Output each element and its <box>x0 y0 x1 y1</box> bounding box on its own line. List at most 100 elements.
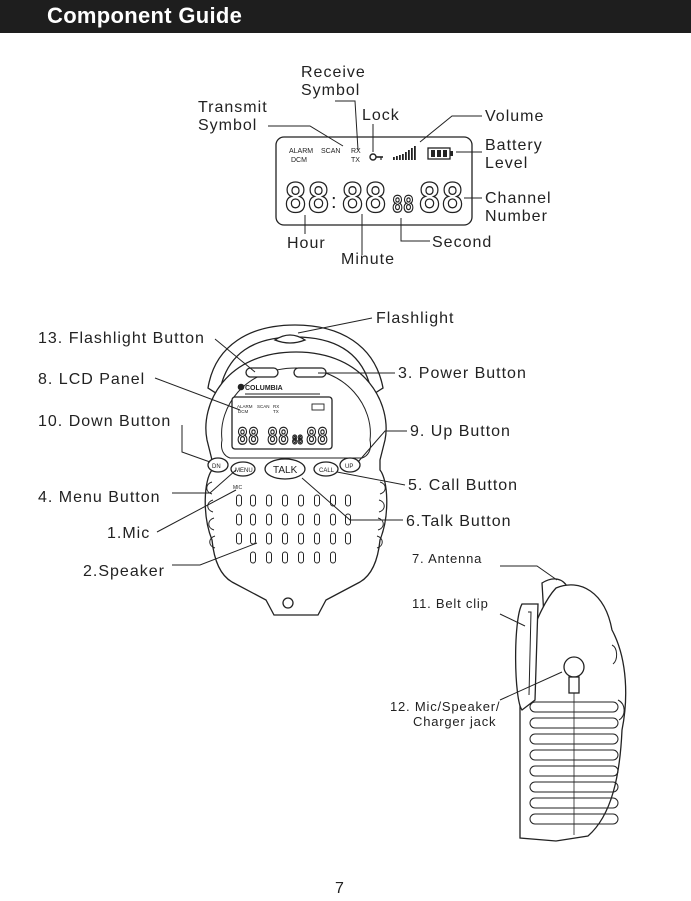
lcd-channel-digits: 88 <box>418 176 464 222</box>
device-body <box>204 351 388 616</box>
svg-text:SCAN: SCAN <box>257 404 270 409</box>
label-volume: Volume <box>485 108 545 125</box>
up-button-shape <box>339 457 361 473</box>
speaker-slot <box>250 551 256 564</box>
label-hour: Hour <box>287 235 326 252</box>
svg-text:DCM: DCM <box>238 409 248 414</box>
speaker-slot <box>314 494 320 507</box>
speaker-slot <box>250 513 256 526</box>
speaker-slot <box>298 513 304 526</box>
dn-button-shape <box>207 457 229 473</box>
speaker-slot <box>345 494 351 507</box>
side-device-drawing <box>499 565 627 842</box>
speaker-slot <box>282 494 288 507</box>
top-handle <box>207 324 384 397</box>
lcd-hour-digits: 88 <box>284 176 330 222</box>
side-rib <box>529 749 619 761</box>
side-rib <box>529 813 619 825</box>
jack-shape <box>563 656 585 678</box>
speaker-slot <box>282 513 288 526</box>
lcd-minute-digits: 88 <box>341 176 387 222</box>
flashlight-lens <box>273 334 307 344</box>
speaker-slot <box>236 513 242 526</box>
lcd-scan-text: SCAN <box>321 148 340 155</box>
label-jack-line1: 12. Mic/Speaker/ <box>390 699 501 714</box>
label-second: Second <box>432 234 493 251</box>
battery-icon <box>427 147 453 160</box>
label-down-button: 10. Down Button <box>38 413 172 430</box>
lcd-tx-text: TX <box>351 157 360 164</box>
label-channel-number: Channel Number <box>485 190 552 225</box>
speaker-slot <box>330 513 336 526</box>
svg-text:88: 88 <box>292 433 303 447</box>
lcd-screen <box>275 136 473 226</box>
speaker-slot <box>266 551 272 564</box>
lcd-dcm-text: DCM <box>291 157 307 164</box>
label-antenna: 7. Antenna <box>412 551 483 566</box>
flashlight-button-shape <box>245 367 279 378</box>
label-power-button: 3. Power Button <box>398 365 527 382</box>
speaker-slot <box>298 532 304 545</box>
speaker-slot <box>250 494 256 507</box>
front-leader-lines <box>154 317 407 566</box>
bottom-connector <box>282 597 294 609</box>
label-battery-level: Battery Level <box>485 137 543 172</box>
speaker-slot <box>250 532 256 545</box>
label-menu-button: 4. Menu Button <box>38 489 161 506</box>
speaker-slot <box>314 513 320 526</box>
lock-icon <box>369 153 383 161</box>
label-lock: Lock <box>362 107 400 124</box>
device-lcd <box>231 396 333 450</box>
speaker-slot <box>298 551 304 564</box>
side-rib <box>529 781 619 793</box>
label-minute: Minute <box>341 251 396 268</box>
speaker-slot <box>330 532 336 545</box>
speaker-slot <box>236 532 242 545</box>
volume-bars-icon <box>393 146 416 160</box>
label-flashlight-button: 13. Flashlight Button <box>38 330 205 347</box>
front-device-drawing: COLUMBIA ALARM DCM SCAN RX TX 88 88 88 8… <box>154 317 407 616</box>
svg-text:88: 88 <box>237 425 259 450</box>
lcd-alarm-text: ALARM <box>289 148 313 155</box>
lcd-diagram: ALARM DCM SCAN RX TX <box>268 100 482 255</box>
speaker-slot <box>236 494 242 507</box>
svg-text:DN: DN <box>212 464 221 470</box>
side-ribs-right <box>529 701 619 825</box>
svg-text:88: 88 <box>267 425 289 450</box>
svg-text:88: 88 <box>306 425 328 450</box>
label-call-button: 5. Call Button <box>408 477 519 494</box>
label-jack-line2: Charger jack <box>413 714 497 729</box>
label-speaker: 2.Speaker <box>83 563 165 580</box>
side-rib <box>529 701 619 713</box>
label-flashlight: Flashlight <box>376 310 455 327</box>
device-face <box>221 367 371 459</box>
svg-text:TALK: TALK <box>273 465 298 476</box>
label-transmit-symbol: Transmit Symbol <box>198 99 268 134</box>
speaker-slot <box>266 532 272 545</box>
side-ribs <box>206 481 386 549</box>
side-leader-lines <box>499 565 563 701</box>
label-receive-symbol: Receive Symbol <box>301 64 366 99</box>
svg-text:CALL: CALL <box>319 468 335 474</box>
label-up-button: 9. Up Button <box>410 423 511 440</box>
svg-text:TX: TX <box>273 409 279 414</box>
side-rib <box>529 717 619 729</box>
page-number: 7 <box>335 880 344 897</box>
speaker-slot <box>330 551 336 564</box>
talk-button-shape <box>264 458 306 480</box>
page-title: Component Guide <box>47 3 243 28</box>
svg-text:RX: RX <box>273 404 279 409</box>
label-belt-clip: 11. Belt clip <box>412 596 489 611</box>
svg-text:UP: UP <box>345 464 353 470</box>
call-button-shape <box>313 461 339 477</box>
svg-text:COLUMBIA: COLUMBIA <box>245 385 283 392</box>
lcd-rx-text: RX <box>351 148 361 155</box>
speaker-slot <box>314 532 320 545</box>
lcd-leader-lines <box>268 100 482 255</box>
speaker-slot <box>298 494 304 507</box>
label-talk-button: 6.Talk Button <box>406 513 512 530</box>
speaker-slot <box>314 551 320 564</box>
speaker-slot <box>282 551 288 564</box>
svg-text:MIC: MIC <box>233 485 243 491</box>
